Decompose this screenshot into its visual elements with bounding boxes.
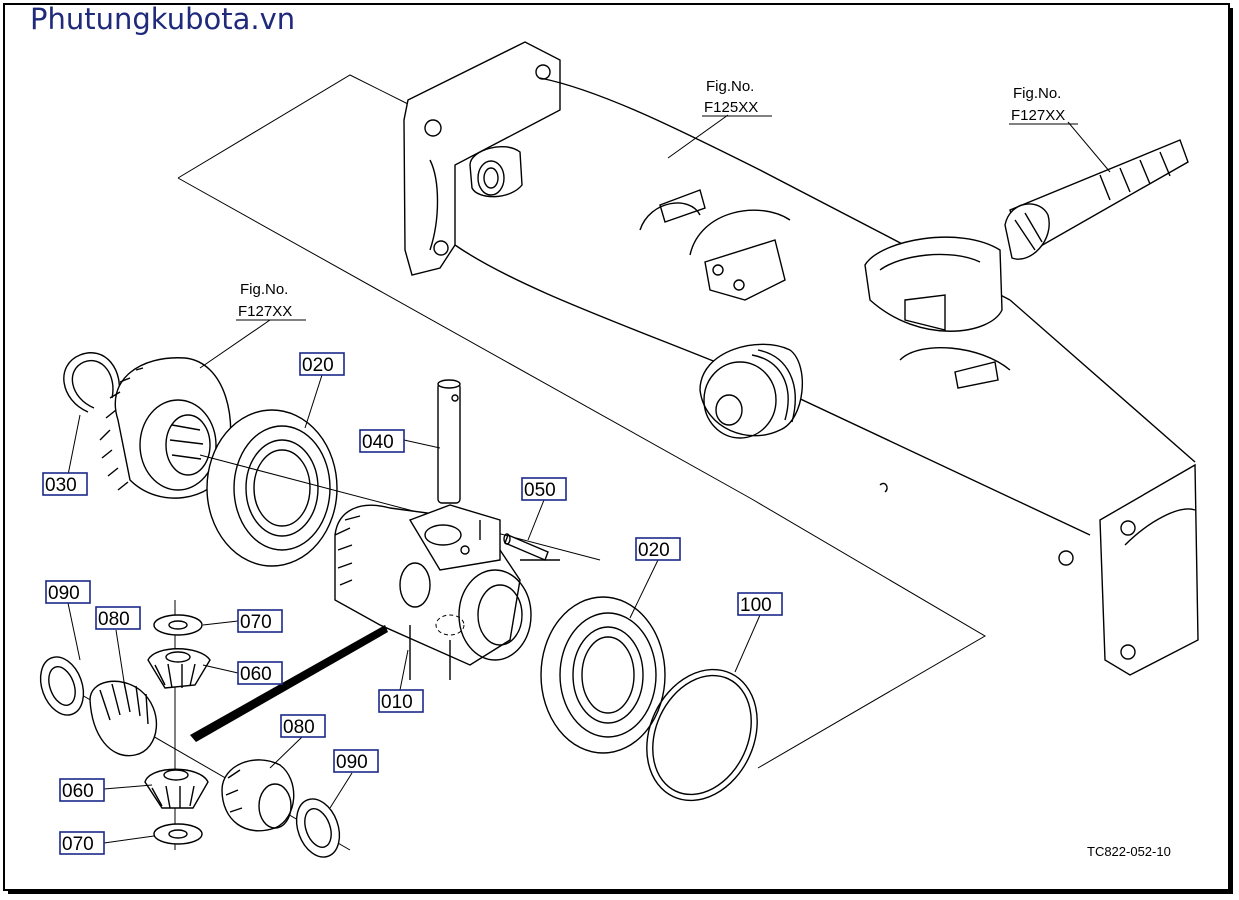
svg-text:040: 040	[362, 432, 394, 453]
pin	[437, 379, 461, 504]
part-callouts: 020 040 050 030 020 100	[42, 352, 783, 855]
svg-text:020: 020	[302, 355, 334, 376]
svg-text:080: 080	[283, 717, 315, 738]
svg-text:070: 070	[62, 834, 94, 855]
leader-lines	[67, 114, 1111, 844]
fig-ref-f127-ring-line1: Fig.No.	[240, 281, 288, 298]
callout-090-left[interactable]: 090	[45, 580, 91, 604]
fig-ref-f125-line2: F125XX	[704, 99, 758, 116]
fig-ref-f127-pinion-line2: F127XX	[1011, 107, 1065, 124]
o-ring	[646, 668, 758, 802]
callout-040[interactable]: 040	[359, 429, 405, 453]
fig-references: Fig.No. F125XX Fig.No. F127XX Fig.No. F1…	[236, 78, 1078, 321]
ring-gear	[99, 357, 232, 499]
callout-030[interactable]: 030	[42, 472, 88, 496]
callout-080-right[interactable]: 080	[280, 714, 326, 738]
fig-ref-f127-pinion-line1: Fig.No.	[1013, 85, 1061, 102]
callout-060-bottom[interactable]: 060	[59, 778, 105, 802]
svg-text:070: 070	[240, 612, 272, 633]
callout-020-right[interactable]: 020	[635, 537, 681, 561]
callout-010[interactable]: 010	[378, 689, 424, 713]
svg-text:050: 050	[524, 480, 556, 501]
snap-ring	[63, 352, 121, 413]
fig-ref-f127-ring: Fig.No. F127XX	[236, 281, 306, 321]
svg-text:090: 090	[48, 583, 80, 604]
fig-ref-f127-ring-line2: F127XX	[238, 303, 292, 320]
callout-090-right[interactable]: 090	[333, 749, 379, 773]
callout-060-top[interactable]: 060	[237, 661, 283, 685]
fig-ref-f127-pinion: Fig.No. F127XX	[1009, 85, 1078, 125]
bearing-right	[540, 596, 666, 754]
frame-shadow-bottom	[8, 890, 1232, 894]
axle-housing	[177, 41, 1199, 769]
svg-text:100: 100	[740, 595, 772, 616]
svg-text:030: 030	[45, 475, 77, 496]
fig-ref-f125-line1: Fig.No.	[706, 78, 754, 95]
svg-text:090: 090	[336, 752, 368, 773]
callout-100[interactable]: 100	[737, 592, 783, 616]
svg-text:080: 080	[98, 609, 130, 630]
roll-pin	[503, 533, 549, 561]
callout-020-left[interactable]: 020	[299, 352, 345, 376]
differential-case	[334, 504, 560, 680]
callout-050[interactable]: 050	[521, 477, 567, 501]
callout-080-left[interactable]: 080	[95, 606, 141, 630]
svg-text:010: 010	[381, 692, 413, 713]
callout-070-top[interactable]: 070	[237, 609, 283, 633]
svg-text:060: 060	[62, 781, 94, 802]
svg-text:060: 060	[240, 664, 272, 685]
drawing-code: TC822-052-10	[1087, 844, 1171, 859]
pinion-shaft	[1004, 139, 1189, 260]
frame-shadow-right	[1229, 8, 1233, 894]
svg-text:020: 020	[638, 540, 670, 561]
watermark: Phutungkubota.vn	[30, 2, 296, 36]
side-gear-assembly	[39, 600, 388, 858]
callout-070-bottom[interactable]: 070	[59, 831, 105, 855]
bearing-left	[199, 409, 601, 567]
fig-ref-f125: Fig.No. F125XX	[702, 78, 772, 117]
